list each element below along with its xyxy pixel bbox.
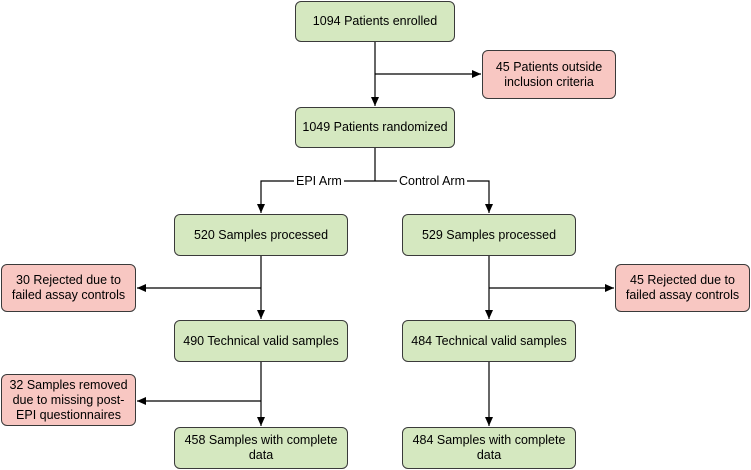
epi-complete-box: 458 Samples with complete data: [174, 427, 348, 469]
epi-rejected-box: 30 Rejected due to failed assay controls: [1, 264, 136, 312]
epi-valid-box: 490 Technical valid samples: [174, 320, 348, 362]
randomized-box: 1049 Patients randomized: [295, 107, 455, 148]
control-rejected-box: 45 Rejected due to failed assay controls: [615, 264, 750, 312]
control-processed-box: 529 Samples processed: [402, 214, 576, 256]
control-valid-box: 484 Technical valid samples: [402, 320, 576, 362]
epi-arm-label: EPI Arm: [294, 174, 344, 188]
outside-criteria-box: 45 Patients outside inclusion criteria: [482, 50, 616, 99]
control-arm-label: Control Arm: [397, 174, 467, 188]
enrolled-box: 1094 Patients enrolled: [295, 1, 455, 42]
epi-processed-box: 520 Samples processed: [174, 214, 348, 256]
epi-removed-box: 32 Samples removed due to missing post-E…: [1, 374, 136, 426]
control-complete-box: 484 Samples with complete data: [402, 427, 576, 469]
